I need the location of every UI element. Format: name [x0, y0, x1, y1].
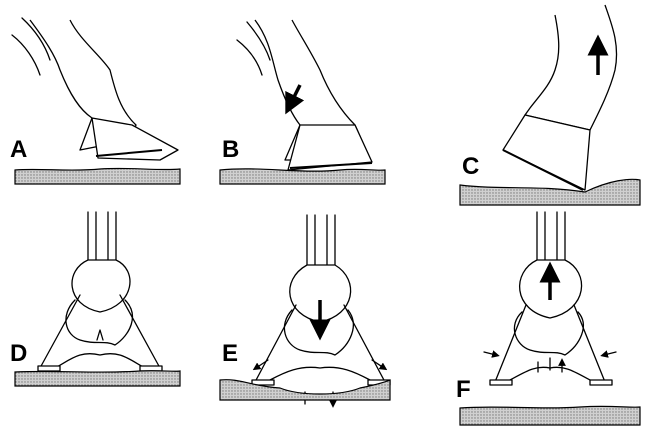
panel-e-hoof-expansion [219, 214, 391, 404]
panel-label-a: A [10, 136, 28, 163]
panel-f-hoof-contraction [459, 211, 641, 426]
arrow-up-small-icon [537, 358, 562, 373]
panel-d-hoof-front [14, 211, 181, 387]
ground-b [219, 168, 386, 185]
arrow-in-left-icon [483, 350, 500, 358]
ground-c [459, 178, 641, 206]
arrow-down-icon [285, 84, 305, 115]
panel-a-hoof-side [11, 17, 181, 185]
panel-label-d: D [10, 340, 28, 367]
arrow-right-icon [371, 359, 388, 371]
panel-label-f: F [456, 376, 471, 403]
panel-label-c: C [462, 153, 480, 180]
panel-b-hoof-landing [219, 19, 386, 185]
panel-label-e: E [222, 340, 239, 367]
panel-label-b: B [222, 136, 240, 163]
ground-f [459, 405, 641, 426]
ground-e [219, 379, 391, 401]
panel-c-hoof-breakover [459, 4, 641, 206]
arrow-left-icon [252, 359, 269, 371]
arrow-in-right-icon [600, 350, 617, 358]
ground-a [14, 167, 181, 185]
ground-d [14, 370, 181, 387]
